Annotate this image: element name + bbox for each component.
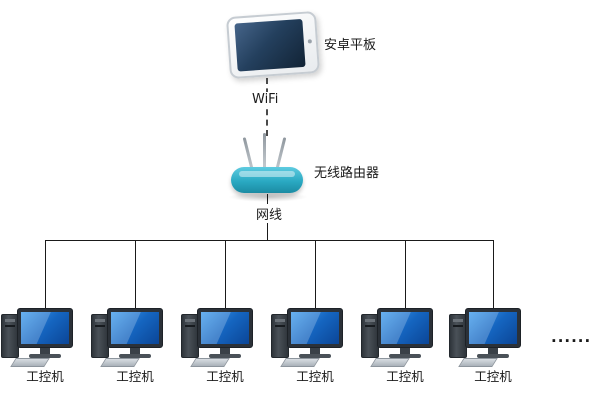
workstation-node: 工控机 [1, 306, 89, 390]
wifi-label: WiFi [249, 92, 282, 107]
workstation-label: 工控机 [206, 369, 244, 384]
wifi-dashed-line [266, 78, 268, 136]
monitor-icon [17, 308, 73, 348]
monitor-stand [130, 348, 140, 354]
workstation-label: 工控机 [116, 369, 154, 384]
monitor-stand [220, 348, 230, 354]
monitor-screen [201, 312, 249, 344]
drop-line-3 [225, 241, 226, 308]
monitor-base [29, 354, 61, 358]
monitor-icon [107, 308, 163, 348]
workstation-node: 工控机 [91, 306, 179, 390]
monitor-icon [287, 308, 343, 348]
workstation-label: 工控机 [296, 369, 334, 384]
monitor-stand [310, 348, 320, 354]
workstation-node: 工控机 [271, 306, 359, 390]
monitor-stand [400, 348, 410, 354]
tablet-camera-dot [307, 39, 312, 44]
monitor-icon [465, 308, 521, 348]
drop-line-6 [493, 241, 494, 308]
android-tablet-icon [225, 10, 321, 80]
tablet-screen [234, 18, 306, 72]
monitor-base [119, 354, 151, 358]
more-nodes-ellipsis: ...... [551, 328, 592, 346]
workstation-label: 工控机 [386, 369, 424, 384]
monitor-screen [469, 312, 517, 344]
monitor-base [477, 354, 509, 358]
monitor-base [389, 354, 421, 358]
router-antenna-icon [263, 133, 266, 169]
tablet-label: 安卓平板 [324, 38, 377, 53]
monitor-screen [111, 312, 159, 344]
router-label: 无线路由器 [314, 166, 380, 181]
drop-line-1 [45, 241, 46, 308]
monitor-screen [21, 312, 69, 344]
drop-line-4 [315, 241, 316, 308]
workstation-label: 工控机 [474, 369, 512, 384]
workstation-node: 工控机 [361, 306, 449, 390]
monitor-base [209, 354, 241, 358]
router-shadow [228, 192, 308, 202]
drop-line-2 [135, 241, 136, 308]
monitor-stand [488, 348, 498, 354]
monitor-icon [197, 308, 253, 348]
monitor-screen [291, 312, 339, 344]
monitor-stand [40, 348, 50, 354]
monitor-screen [381, 312, 429, 344]
monitor-icon [377, 308, 433, 348]
ethernet-bus-line [45, 240, 494, 241]
workstation-label: 工控机 [26, 369, 64, 384]
wireless-router-icon [231, 167, 303, 193]
monitor-base [299, 354, 331, 358]
drop-line-5 [405, 241, 406, 308]
workstation-node: 工控机 [181, 306, 269, 390]
cable-label: 网线 [253, 204, 286, 223]
workstation-node: 工控机 [449, 306, 537, 390]
